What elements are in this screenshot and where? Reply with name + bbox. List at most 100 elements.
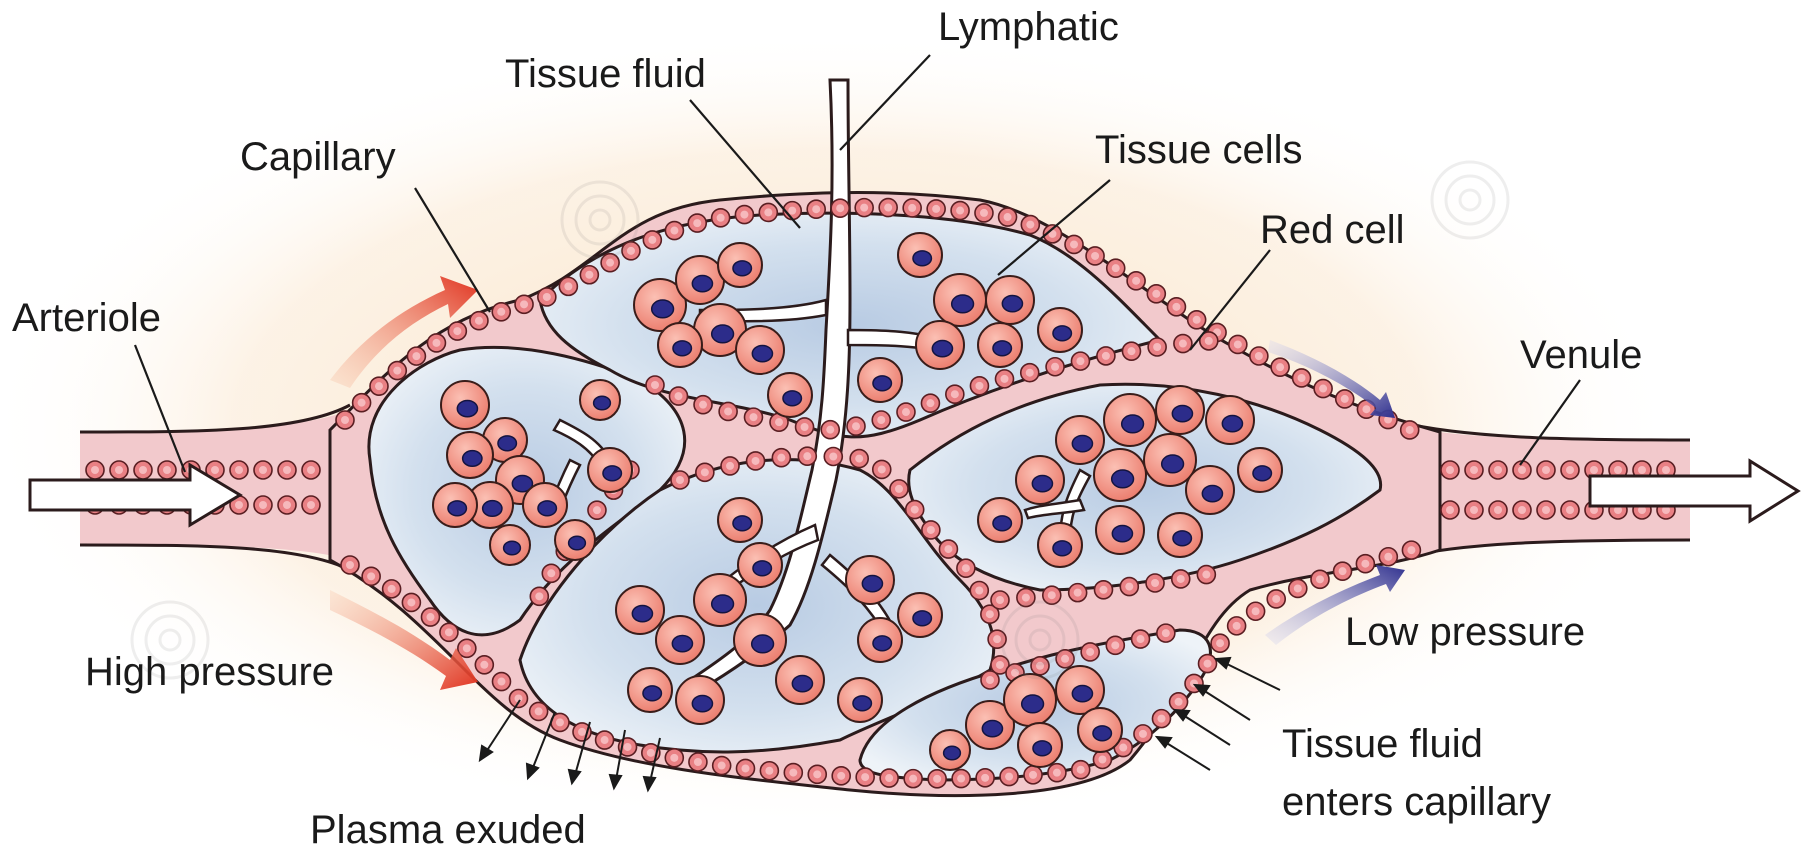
cell-nucleus [457,400,477,416]
red-blood-cell-center [475,317,483,325]
red-blood-cell-center [1384,553,1392,561]
red-blood-cell-center [885,774,893,782]
tissue-cell [616,586,664,634]
red-blood-cell-center [676,476,684,484]
red-blood-cell-center [1152,290,1160,298]
tissue-cell [490,525,530,565]
red-blood-cell-center [1638,466,1646,474]
red-blood-cell-center [996,596,1004,604]
red-blood-cell-center [1048,591,1056,599]
tissue-cell [433,483,477,527]
red-blood-cell-center [388,585,396,593]
red-blood-cell-center [412,352,420,360]
red-blood-cell-center [432,339,440,347]
red-blood-cell-center [740,211,748,219]
red-blood-cell-center [556,718,564,726]
red-blood-cell-center [752,457,760,465]
red-blood-cell-center [749,413,757,421]
red-blood-cell-center [1205,337,1213,345]
red-blood-cell-center [812,205,820,213]
red-blood-cell-center [1175,698,1183,706]
red-blood-cell-center [1316,575,1324,583]
red-blood-cell-center [1111,641,1119,649]
label-tissue-fluid: Tissue fluid [505,52,706,96]
red-blood-cell-center [962,564,970,572]
cell-nucleus [1173,531,1191,546]
red-blood-cell-center [235,466,243,474]
tissue-cell [718,243,762,287]
red-blood-cell-center [877,416,885,424]
tissue-cell [523,483,567,527]
red-blood-cell-center [986,676,994,684]
cell-nucleus [1093,726,1111,741]
red-blood-cell-center [670,754,678,762]
red-blood-cell-center [367,572,375,580]
red-blood-cell-center [933,775,941,783]
red-blood-cell-center [393,367,401,375]
red-blood-cell-center [741,764,749,772]
red-blood-cell-center [1119,744,1127,752]
red-blood-cell-center [1276,363,1284,371]
red-blood-cell-center [593,506,601,514]
tissue-cell [898,233,942,277]
red-blood-cell-center [1470,506,1478,514]
label-lymphatic: Lymphatic [938,5,1119,49]
red-blood-cell-center [852,422,860,430]
red-blood-cell-center [726,462,734,470]
red-blood-cell-center [944,545,952,553]
red-blood-cell-center [1151,579,1159,587]
red-blood-cell-center [1272,595,1280,603]
tissue-cell [718,498,762,542]
cell-nucleus [913,611,931,626]
label-venule: Venule [1520,333,1642,377]
cell-nucleus [1053,326,1071,341]
tissue-cell [1056,416,1104,464]
red-blood-cell-center [1091,252,1099,260]
red-blood-cell-center [670,227,678,235]
red-blood-cell-center [1053,769,1061,777]
red-blood-cell-center [861,773,869,781]
red-blood-cell-center [1157,715,1165,723]
tissue-cell [676,676,724,724]
tissue-cell [1056,666,1104,714]
red-blood-cell-center [1076,357,1084,365]
red-blood-cell-center [163,466,171,474]
red-blood-cell-center [801,423,809,431]
label-capillary: Capillary [240,135,396,179]
label-tissue-fluid-enters-line2: enters capillary [1282,780,1551,824]
red-blood-cell-center [724,407,732,415]
red-blood-cell-center [1590,466,1598,474]
cell-nucleus [538,501,556,516]
red-blood-cell-center [1202,571,1210,579]
red-blood-cell-center [1518,466,1526,474]
red-blood-cell-center [445,628,453,636]
red-blood-cell-center [1086,648,1094,656]
red-blood-cell-center [1341,395,1349,403]
red-blood-cell-center [235,501,243,509]
red-blood-cell-center [1566,466,1574,474]
cell-nucleus [1072,685,1092,701]
red-blood-cell-center [1361,560,1369,568]
red-blood-cell-center [1061,655,1069,663]
red-blood-cell-center [884,204,892,212]
red-blood-cell-center [1172,303,1180,311]
tissue-cell [447,432,493,478]
cell-nucleus [733,261,751,276]
cell-nucleus [913,251,931,266]
cell-nucleus [1072,435,1092,451]
tissue-cell [986,276,1034,324]
red-blood-cell-center [1614,466,1622,474]
cell-nucleus [982,720,1002,736]
tissue-cell [1156,386,1204,434]
cell-nucleus [873,636,891,651]
red-blood-cell-center [139,466,147,474]
red-blood-cell-center [975,382,983,390]
red-blood-cell-center [283,466,291,474]
red-blood-cell-center [307,466,315,474]
cell-nucleus [1053,541,1071,556]
red-blood-cell-center [647,749,655,757]
cell-nucleus [952,295,974,313]
tissue-cell [776,656,824,704]
red-blood-cell-center [1518,506,1526,514]
red-blood-cell-center [601,736,609,744]
